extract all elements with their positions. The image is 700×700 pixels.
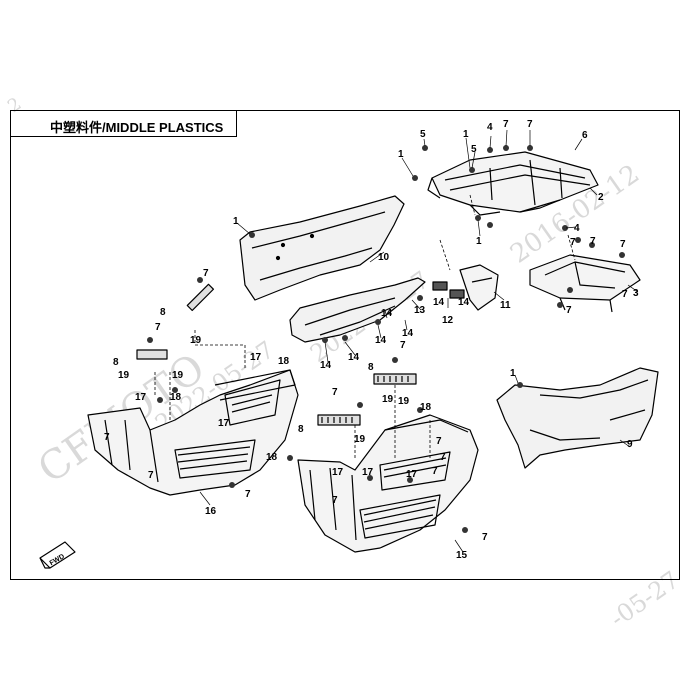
callout-18: 18 xyxy=(266,452,278,463)
callout-12: 12 xyxy=(442,315,454,326)
callout-5: 5 xyxy=(471,144,477,155)
callout-2: 2 xyxy=(598,192,604,203)
callout-1: 1 xyxy=(233,216,239,227)
callout-19: 19 xyxy=(354,434,366,445)
part-2-rack-panel xyxy=(427,151,599,216)
callout-18: 18 xyxy=(420,402,432,413)
callout-16: 16 xyxy=(205,506,217,517)
callout-labels: 1 5 1 4 5 7 7 6 2 1 4 7 7 7 3 7 1 10 11 … xyxy=(104,119,639,561)
callout-8: 8 xyxy=(113,357,119,368)
part-9-fender-panel xyxy=(496,367,659,469)
callout-7: 7 xyxy=(620,239,626,250)
callout-7: 7 xyxy=(436,436,442,447)
callout-17: 17 xyxy=(406,469,418,480)
part-8-step-brackets xyxy=(136,283,417,426)
callout-7: 7 xyxy=(155,322,161,333)
callout-7: 7 xyxy=(622,289,628,300)
callout-6: 6 xyxy=(582,130,588,141)
callout-19: 19 xyxy=(172,370,184,381)
part-16-left-footwell xyxy=(87,369,299,496)
callout-11: 11 xyxy=(500,300,511,311)
callout-7: 7 xyxy=(203,268,209,279)
callout-17: 17 xyxy=(250,352,262,363)
callout-3: 3 xyxy=(633,288,639,299)
callout-14: 14 xyxy=(348,352,360,363)
drawing-frame xyxy=(10,110,680,580)
callout-19: 19 xyxy=(118,370,130,381)
callout-13: 13 xyxy=(414,305,426,316)
callout-14: 14 xyxy=(381,308,393,319)
title-box xyxy=(10,111,237,137)
callout-7: 7 xyxy=(400,340,406,351)
callout-7: 7 xyxy=(332,387,338,398)
callout-7: 7 xyxy=(566,305,572,316)
fasteners xyxy=(147,145,625,533)
callout-7: 7 xyxy=(503,119,509,130)
callout-17: 17 xyxy=(362,467,374,478)
part-15-right-footwell xyxy=(297,414,479,553)
callout-1: 1 xyxy=(476,236,482,247)
page-title: 中塑料件/MIDDLE PLASTICS xyxy=(50,120,224,135)
callout-7: 7 xyxy=(432,466,438,477)
part-3-bracket xyxy=(529,254,641,313)
callout-1: 1 xyxy=(398,149,404,160)
fwd-arrow xyxy=(39,541,76,569)
callout-19: 19 xyxy=(190,335,202,346)
callout-7: 7 xyxy=(332,495,338,506)
callout-7: 7 xyxy=(104,432,110,443)
part-13-inner-panel xyxy=(289,277,426,343)
callout-7: 7 xyxy=(148,470,154,481)
assembly-lines xyxy=(154,194,576,460)
callout-14: 14 xyxy=(320,360,332,371)
callout-17: 17 xyxy=(218,418,230,429)
callout-19: 19 xyxy=(382,394,394,405)
callout-18: 18 xyxy=(170,392,182,403)
callout-18: 18 xyxy=(278,356,290,367)
callout-14: 14 xyxy=(433,297,445,308)
callout-17: 17 xyxy=(135,392,147,403)
callout-14: 14 xyxy=(375,335,387,346)
callout-17: 17 xyxy=(332,467,344,478)
callout-19: 19 xyxy=(398,396,410,407)
callout-14: 14 xyxy=(458,297,470,308)
callout-4: 4 xyxy=(487,122,493,133)
callout-7: 7 xyxy=(245,489,251,500)
callout-5: 5 xyxy=(420,129,426,140)
callout-1: 1 xyxy=(510,368,516,379)
callout-7: 7 xyxy=(590,236,596,247)
callout-15: 15 xyxy=(456,550,468,561)
part-10-side-cover xyxy=(239,195,405,301)
callout-8: 8 xyxy=(368,362,374,373)
callout-9: 9 xyxy=(627,439,633,450)
callout-8: 8 xyxy=(298,424,304,435)
part-11-small-cover xyxy=(459,264,499,311)
leader-lines xyxy=(199,129,639,553)
callout-14: 14 xyxy=(402,328,414,339)
callout-7: 7 xyxy=(440,452,446,463)
callout-7: 7 xyxy=(570,237,576,248)
callout-7: 7 xyxy=(527,119,533,130)
callout-1: 1 xyxy=(463,129,469,140)
callout-10: 10 xyxy=(378,252,390,263)
callout-4: 4 xyxy=(574,223,580,234)
callout-8: 8 xyxy=(160,307,166,318)
part-12-clip xyxy=(432,281,465,299)
callout-7: 7 xyxy=(482,532,488,543)
